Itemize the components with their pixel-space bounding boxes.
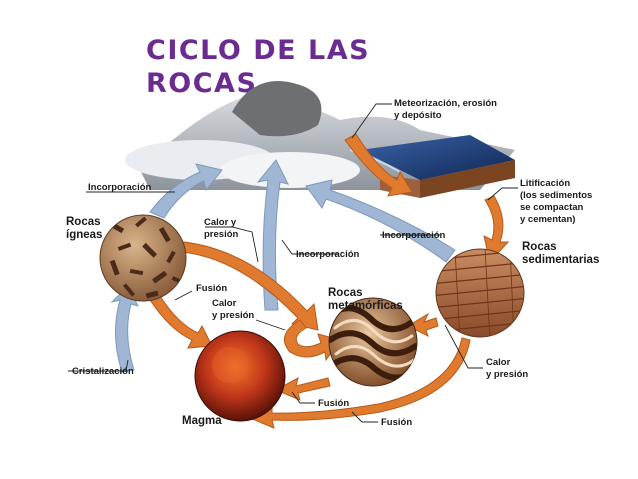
label-calor-presion-magma-1: Calor: [212, 298, 237, 309]
label-fusion-metamorficas: Fusión: [318, 398, 349, 409]
label-rocas-metamorficas-1: Rocas: [328, 287, 363, 299]
label-rocas-sedimentarias-2: sedimentarias: [522, 254, 599, 266]
label-incorporacion-top: Incorporación: [88, 182, 152, 193]
arrow-calor-presion-sedimentarias: [406, 312, 439, 337]
label-cristalizacion: Cristalización: [72, 366, 134, 377]
title-line-2: ROCAS: [146, 68, 258, 99]
label-incorporacion-right: Incorporación: [382, 230, 446, 241]
leader-lines: [68, 103, 518, 423]
diagram-title: CICLO DE LAS ROCAS: [146, 34, 406, 100]
ash-cloud: [232, 81, 322, 137]
sediment-layers-front: [420, 160, 515, 198]
arrow-incorporacion-metamorficas: [256, 159, 289, 311]
label-litificacion-4: y cementan): [520, 214, 575, 225]
label-calor-presion-sed-2: y presión: [486, 369, 528, 380]
label-incorporacion-mid: Incorporación: [296, 249, 360, 260]
labels: Meteorización, erosión y depósito Litifi…: [66, 98, 599, 428]
sea-surface: [360, 135, 515, 180]
label-litificacion-2: (los sedimentos: [520, 190, 592, 201]
arrow-fusion-metamorficas: [274, 377, 331, 401]
label-rocas-igneas-1: Rocas: [66, 216, 101, 228]
label-calor-presion-igneas-1: Calor y: [204, 217, 237, 228]
label-rocas-igneas-2: ígneas: [66, 229, 102, 241]
label-litificacion-1: Litificación: [520, 178, 570, 189]
label-calor-presion-igneas-2: presión: [204, 229, 239, 240]
label-litificacion-3: se compactan: [520, 202, 584, 213]
arrow-fusion-igneas: [149, 295, 213, 349]
arrow-incorporacion-sedimentarias: [305, 179, 456, 263]
label-meteorizacion-1: Meteorización, erosión: [394, 98, 497, 109]
arrow-incorporacion-igneas: [149, 163, 223, 219]
sedimentary-rock: [435, 248, 525, 338]
arrow-litificacion: [483, 195, 510, 264]
arrow-meteorizacion: [344, 133, 413, 197]
label-fusion-bottom: Fusión: [381, 417, 412, 428]
label-rocas-sedimentarias-1: Rocas: [522, 241, 557, 253]
label-calor-presion-sed-1: Calor: [486, 357, 511, 368]
cloud-right: [220, 152, 360, 188]
igneous-rock: [99, 214, 187, 302]
process-arrows: [149, 133, 510, 429]
title-line-1: CICLO DE LAS: [146, 35, 371, 66]
label-meteorizacion-2: y depósito: [394, 110, 442, 121]
label-magma: Magma: [182, 415, 222, 427]
label-rocas-metamorficas-2: metamórficas: [328, 300, 403, 312]
label-calor-presion-magma-2: y presión: [212, 310, 254, 321]
incorporation-arrows: [110, 159, 456, 373]
landscape: [125, 81, 515, 198]
arrow-calor-presion-igneas: [181, 241, 319, 331]
label-fusion-igneas: Fusión: [196, 283, 227, 294]
magma-ball: [194, 330, 286, 422]
metamorphic-rock: [328, 297, 418, 387]
